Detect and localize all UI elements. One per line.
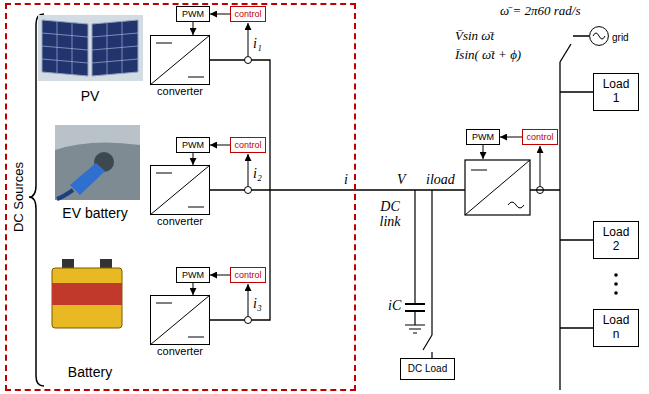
box-label: converter bbox=[157, 346, 203, 357]
box-label: converter bbox=[157, 86, 203, 97]
grid-parameter: Īsin( ω̄t + ϕ) bbox=[455, 47, 521, 63]
dc-bus-wire bbox=[210, 60, 465, 320]
signal-arrow bbox=[500, 137, 522, 138]
box-label: control bbox=[234, 141, 261, 150]
converter-box: converter bbox=[150, 35, 210, 85]
source-label: Battery bbox=[68, 364, 112, 380]
signal-arrow bbox=[210, 145, 230, 146]
battery-body bbox=[52, 268, 122, 328]
box-label: control bbox=[234, 271, 261, 280]
box-label: Load n bbox=[599, 314, 633, 342]
load-box: Load 1 bbox=[593, 73, 639, 111]
car-body bbox=[55, 142, 140, 200]
box-label: Load 1 bbox=[599, 78, 633, 106]
load-box: Load 2 bbox=[593, 221, 639, 259]
ac-bus-wire bbox=[530, 36, 593, 390]
bus-label: DC link bbox=[370, 199, 410, 230]
box-label: converter bbox=[157, 216, 203, 227]
picture-ground bbox=[38, 15, 143, 81]
signal-arrow bbox=[193, 153, 194, 165]
source-label: EV battery bbox=[62, 205, 127, 221]
pwm-box: PWM bbox=[176, 137, 210, 153]
grid-parameter: ω̄ = 2π60 rad/s bbox=[500, 3, 580, 19]
current-sensor bbox=[245, 23, 544, 324]
control-box: control bbox=[230, 6, 266, 22]
control-box: control bbox=[230, 267, 266, 283]
sensor-line bbox=[248, 284, 249, 316]
current-label: i bbox=[344, 172, 348, 188]
capacitor-symbol bbox=[405, 304, 425, 311]
charge-plug bbox=[70, 163, 105, 195]
sensor-ring bbox=[245, 317, 252, 324]
box-label: DC Load bbox=[408, 364, 447, 374]
pwm-box: PWM bbox=[176, 6, 210, 22]
source-outline bbox=[590, 27, 609, 46]
switch-symbol bbox=[560, 44, 571, 62]
converter-box: converter bbox=[150, 165, 210, 215]
converter-symbol bbox=[150, 35, 210, 345]
converter-box: converter bbox=[150, 295, 210, 345]
box-label: control bbox=[234, 10, 261, 19]
ellipsis-dot bbox=[614, 291, 618, 295]
grid-source: grid bbox=[589, 26, 609, 46]
inverter-symbol bbox=[465, 160, 530, 215]
current-label: iC bbox=[388, 298, 401, 314]
signal-arrow bbox=[193, 283, 194, 295]
battery-band bbox=[52, 283, 122, 305]
box-label: PWM bbox=[472, 133, 494, 142]
load-wire bbox=[431, 190, 432, 358]
ellipsis-dot bbox=[614, 282, 618, 286]
source-label: PV bbox=[81, 88, 100, 104]
current-label: i₂ bbox=[253, 166, 262, 182]
signal-arrow bbox=[210, 275, 230, 276]
ev-charger-picture bbox=[55, 125, 140, 200]
current-label: iload bbox=[426, 172, 455, 188]
dc-sources-region: PWMcontrolconverterPWMcontrolconverterPW… bbox=[5, 3, 356, 391]
sensor-ring bbox=[245, 187, 252, 194]
sensor-line bbox=[540, 146, 541, 186]
control-box: control bbox=[230, 137, 266, 153]
panel-grid bbox=[42, 21, 138, 74]
group-label: DC Sources bbox=[12, 162, 25, 232]
pwm-box: PWM bbox=[466, 129, 500, 145]
box-label: Load 2 bbox=[599, 226, 633, 254]
box-label: PWM bbox=[182, 141, 204, 150]
box-label: PWM bbox=[182, 271, 204, 280]
box-label: grid bbox=[612, 33, 629, 43]
pwm-line bbox=[483, 145, 484, 159]
charge-cable bbox=[57, 190, 73, 199]
signal-arrow bbox=[210, 14, 230, 15]
sensor-line bbox=[248, 154, 249, 186]
pv-panel-picture bbox=[38, 15, 143, 81]
grid-parameter: V̄sin ω̄t bbox=[455, 28, 494, 44]
sensor-line bbox=[248, 23, 249, 56]
signal-arrow bbox=[193, 22, 194, 35]
battery-picture bbox=[52, 259, 122, 328]
switch-symbol bbox=[423, 335, 432, 350]
sine-symbol bbox=[593, 33, 605, 39]
picture-ground bbox=[55, 125, 140, 200]
ellipsis-dot bbox=[614, 273, 618, 277]
dc-load-box: DC Load bbox=[400, 358, 455, 380]
voltage-label: V bbox=[397, 172, 406, 188]
control-box: control bbox=[522, 129, 558, 145]
source-circle bbox=[589, 26, 609, 46]
inverter-box bbox=[465, 160, 530, 215]
ground-symbol bbox=[405, 325, 425, 333]
current-label: i₃ bbox=[253, 296, 262, 312]
load-box: Load n bbox=[593, 309, 639, 347]
box-label: control bbox=[526, 133, 553, 142]
box-label: PWM bbox=[182, 10, 204, 19]
pwm-box: PWM bbox=[176, 267, 210, 283]
sensor-ring bbox=[245, 57, 252, 64]
current-label: i₁ bbox=[253, 36, 262, 52]
